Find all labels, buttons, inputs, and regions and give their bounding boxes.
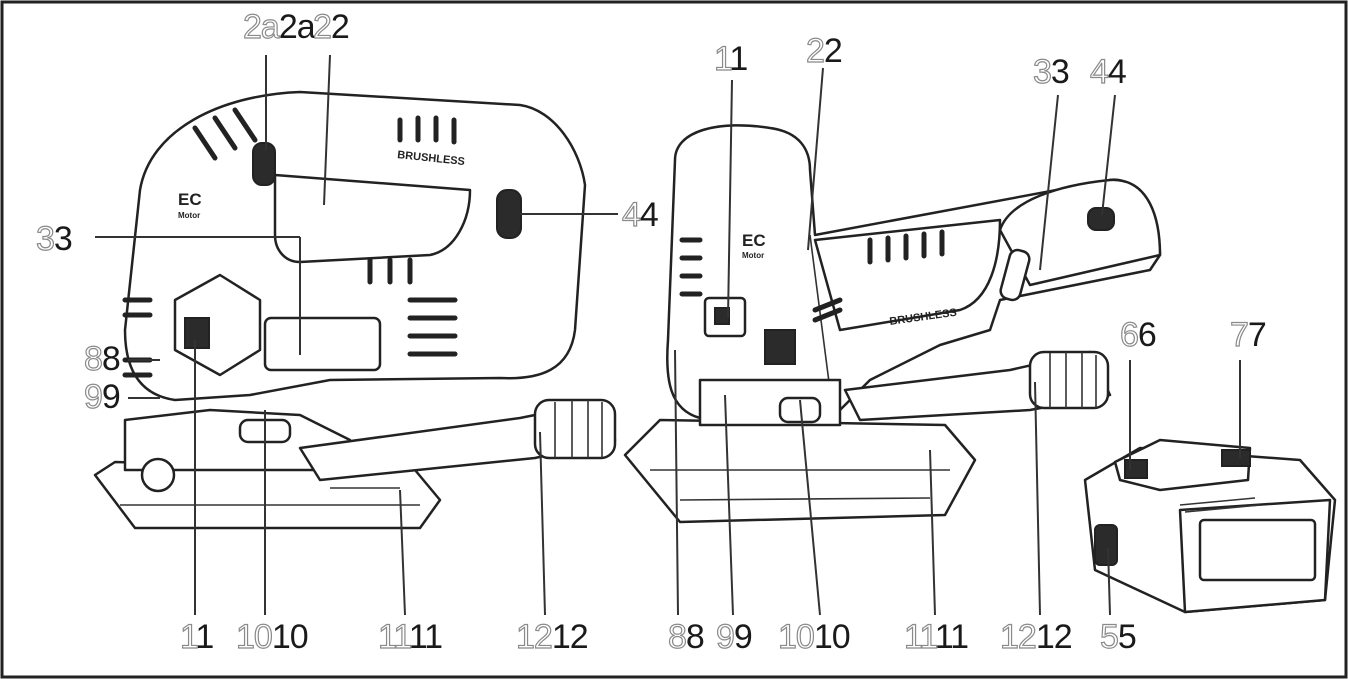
callout-1-right: 11: [713, 40, 748, 78]
svg-text:Motor: Motor: [178, 211, 200, 220]
callout-12-right: 1212: [999, 618, 1072, 656]
callout-10-right: 1010: [777, 618, 850, 656]
callout-10-left: 1010: [235, 618, 308, 656]
callout-6-battery: 66: [1119, 316, 1156, 354]
callout-2a: 2a2a: [242, 8, 315, 46]
svg-text:Motor: Motor: [742, 251, 764, 260]
battery-label: [1198, 518, 1317, 582]
callout-1-left: 11: [179, 618, 214, 656]
callout-4-right: 44: [1089, 53, 1126, 91]
callout-9-right: 99: [715, 618, 752, 656]
svg-text:EC: EC: [178, 190, 202, 209]
callout-2-right: 22: [805, 32, 842, 70]
lock-button-right: [764, 329, 796, 365]
jigsaw-angled-view: EC Motor BRUSHLESS: [623, 67, 1162, 616]
light-switch-left: [184, 317, 210, 349]
callout-7-battery: 77: [1229, 316, 1266, 354]
speed-wheel-left: [496, 189, 522, 239]
callout-9-left: 99: [83, 378, 120, 416]
callout-5-battery: 55: [1099, 618, 1136, 656]
battery-pack: [1083, 360, 1337, 616]
callout-11-right: 1111: [903, 618, 969, 656]
callout-11-left: 1111: [377, 618, 443, 656]
handle-opening-left: [273, 173, 472, 264]
callout-12-left: 1212: [515, 618, 588, 656]
callout-8-right: 88: [667, 618, 704, 656]
charge-indicator: [1221, 449, 1251, 467]
callout-2-left: 22: [312, 8, 349, 46]
callout-3-left: 33: [35, 220, 72, 258]
label-plate-left: [263, 316, 382, 372]
jigsaw-side-view: EC Motor BRUSHLESS: [93, 54, 618, 616]
lock-button-left: [252, 142, 276, 186]
battery-side-button: [1094, 524, 1118, 566]
bevel-knob-left: [140, 457, 176, 493]
battery-release: [1124, 459, 1148, 479]
battery-mount-right: [998, 178, 1162, 287]
callout-4-left: 44: [621, 196, 658, 234]
svg-text:EC: EC: [742, 231, 766, 250]
speed-wheel-right: [1087, 207, 1115, 231]
hex-panel-left: [173, 273, 262, 377]
callout-3-right: 33: [1032, 53, 1069, 91]
base-plate-right: [623, 418, 977, 524]
base-plate-left: [93, 460, 442, 530]
callout-8-left: 88: [83, 340, 120, 378]
